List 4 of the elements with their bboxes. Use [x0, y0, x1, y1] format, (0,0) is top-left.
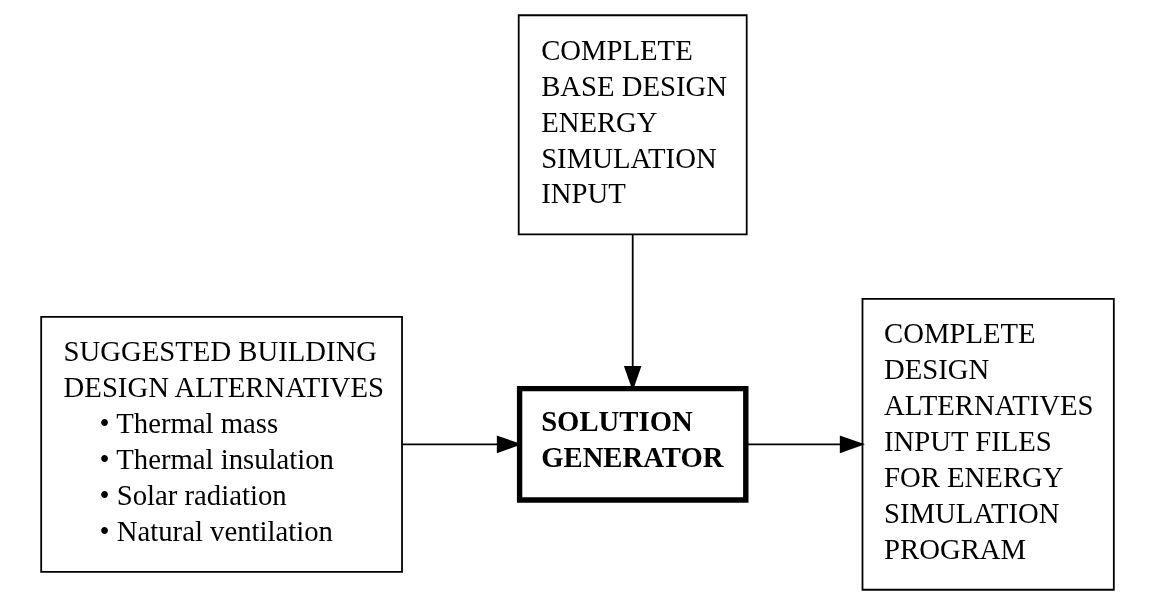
node-box: SUGGESTED BUILDING DESIGN ALTERNATIVES • Thermal mass • Thermal insulation • Solar radiation • Natural ventilation: [39, 315, 403, 573]
node-box: COMPLETE DESIGN ALTERNATIVES INPUT FILES FOR ENERGY SIMULATION PROGRAM: [861, 298, 1115, 591]
node-box: COMPLETE BASE DESIGN ENERGY SIMULATION INPUT: [517, 14, 748, 236]
node-box: SOLUTION GENERATOR: [516, 385, 748, 503]
